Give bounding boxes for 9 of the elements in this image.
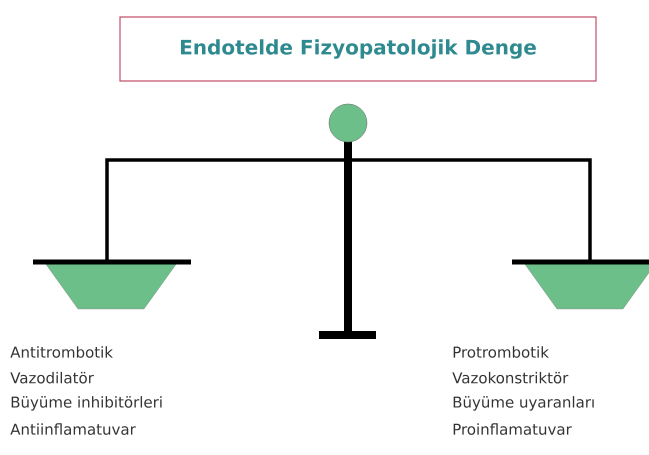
factor-label: Antitrombotik — [10, 346, 113, 358]
title-box: Endotelde Fizyopatolojik Denge — [119, 16, 597, 82]
factor-label: Büyüme uyaranları — [454, 396, 594, 411]
factor-label: Büyüme inhibitörleri — [12, 396, 162, 411]
factor-label: Vazodilatör — [10, 372, 94, 384]
factor-label: Vazokonstriktör — [452, 372, 568, 384]
factor-label: Protrombotik — [454, 346, 549, 358]
factor-label: Antiinflamatuvar — [10, 423, 136, 435]
factor-label: Proinflamatuvar — [454, 423, 572, 435]
